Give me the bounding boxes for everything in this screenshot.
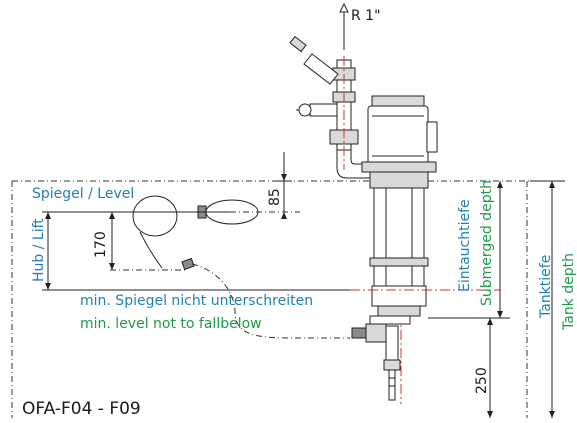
submerged-de-label: Eintauchtiefe [457,199,473,292]
float-cable [191,263,350,339]
dimension-85 [276,152,292,219]
pump-column [369,171,429,317]
min-level-en-label: min. level not to fallbelow [80,316,262,332]
connection-label: R 1" [351,8,381,24]
min-level-de-label: min. Spiegel nicht unterschreiten [80,293,313,309]
dimension-250 [487,318,493,418]
angle-valve [289,35,339,85]
dimension-170-label: 170 [93,231,109,258]
tank-depth-de-label: Tanktiefe [538,255,554,319]
suction-fitting [351,315,411,401]
model-label: OFA-F04 - F09 [22,399,141,419]
tank-depth-en-label: Tank depth [561,253,577,331]
level-label: Spiegel / Level [32,186,134,202]
motor [361,95,438,173]
lift-label: Hub / Lift [31,218,47,282]
submerged-depth-dimension [428,181,510,319]
side-valve [296,103,338,117]
discharge-pipe [329,56,373,179]
float-dimension-170 [109,212,115,270]
float-switch [110,195,259,271]
outlet-arrow [339,2,349,50]
lift-dimension [45,212,51,290]
dimension-250-label: 250 [474,367,490,394]
tank-depth-dimension [530,180,565,418]
submerged-en-label: Submerged depth [479,180,495,306]
dimension-85-label: 85 [267,188,283,206]
